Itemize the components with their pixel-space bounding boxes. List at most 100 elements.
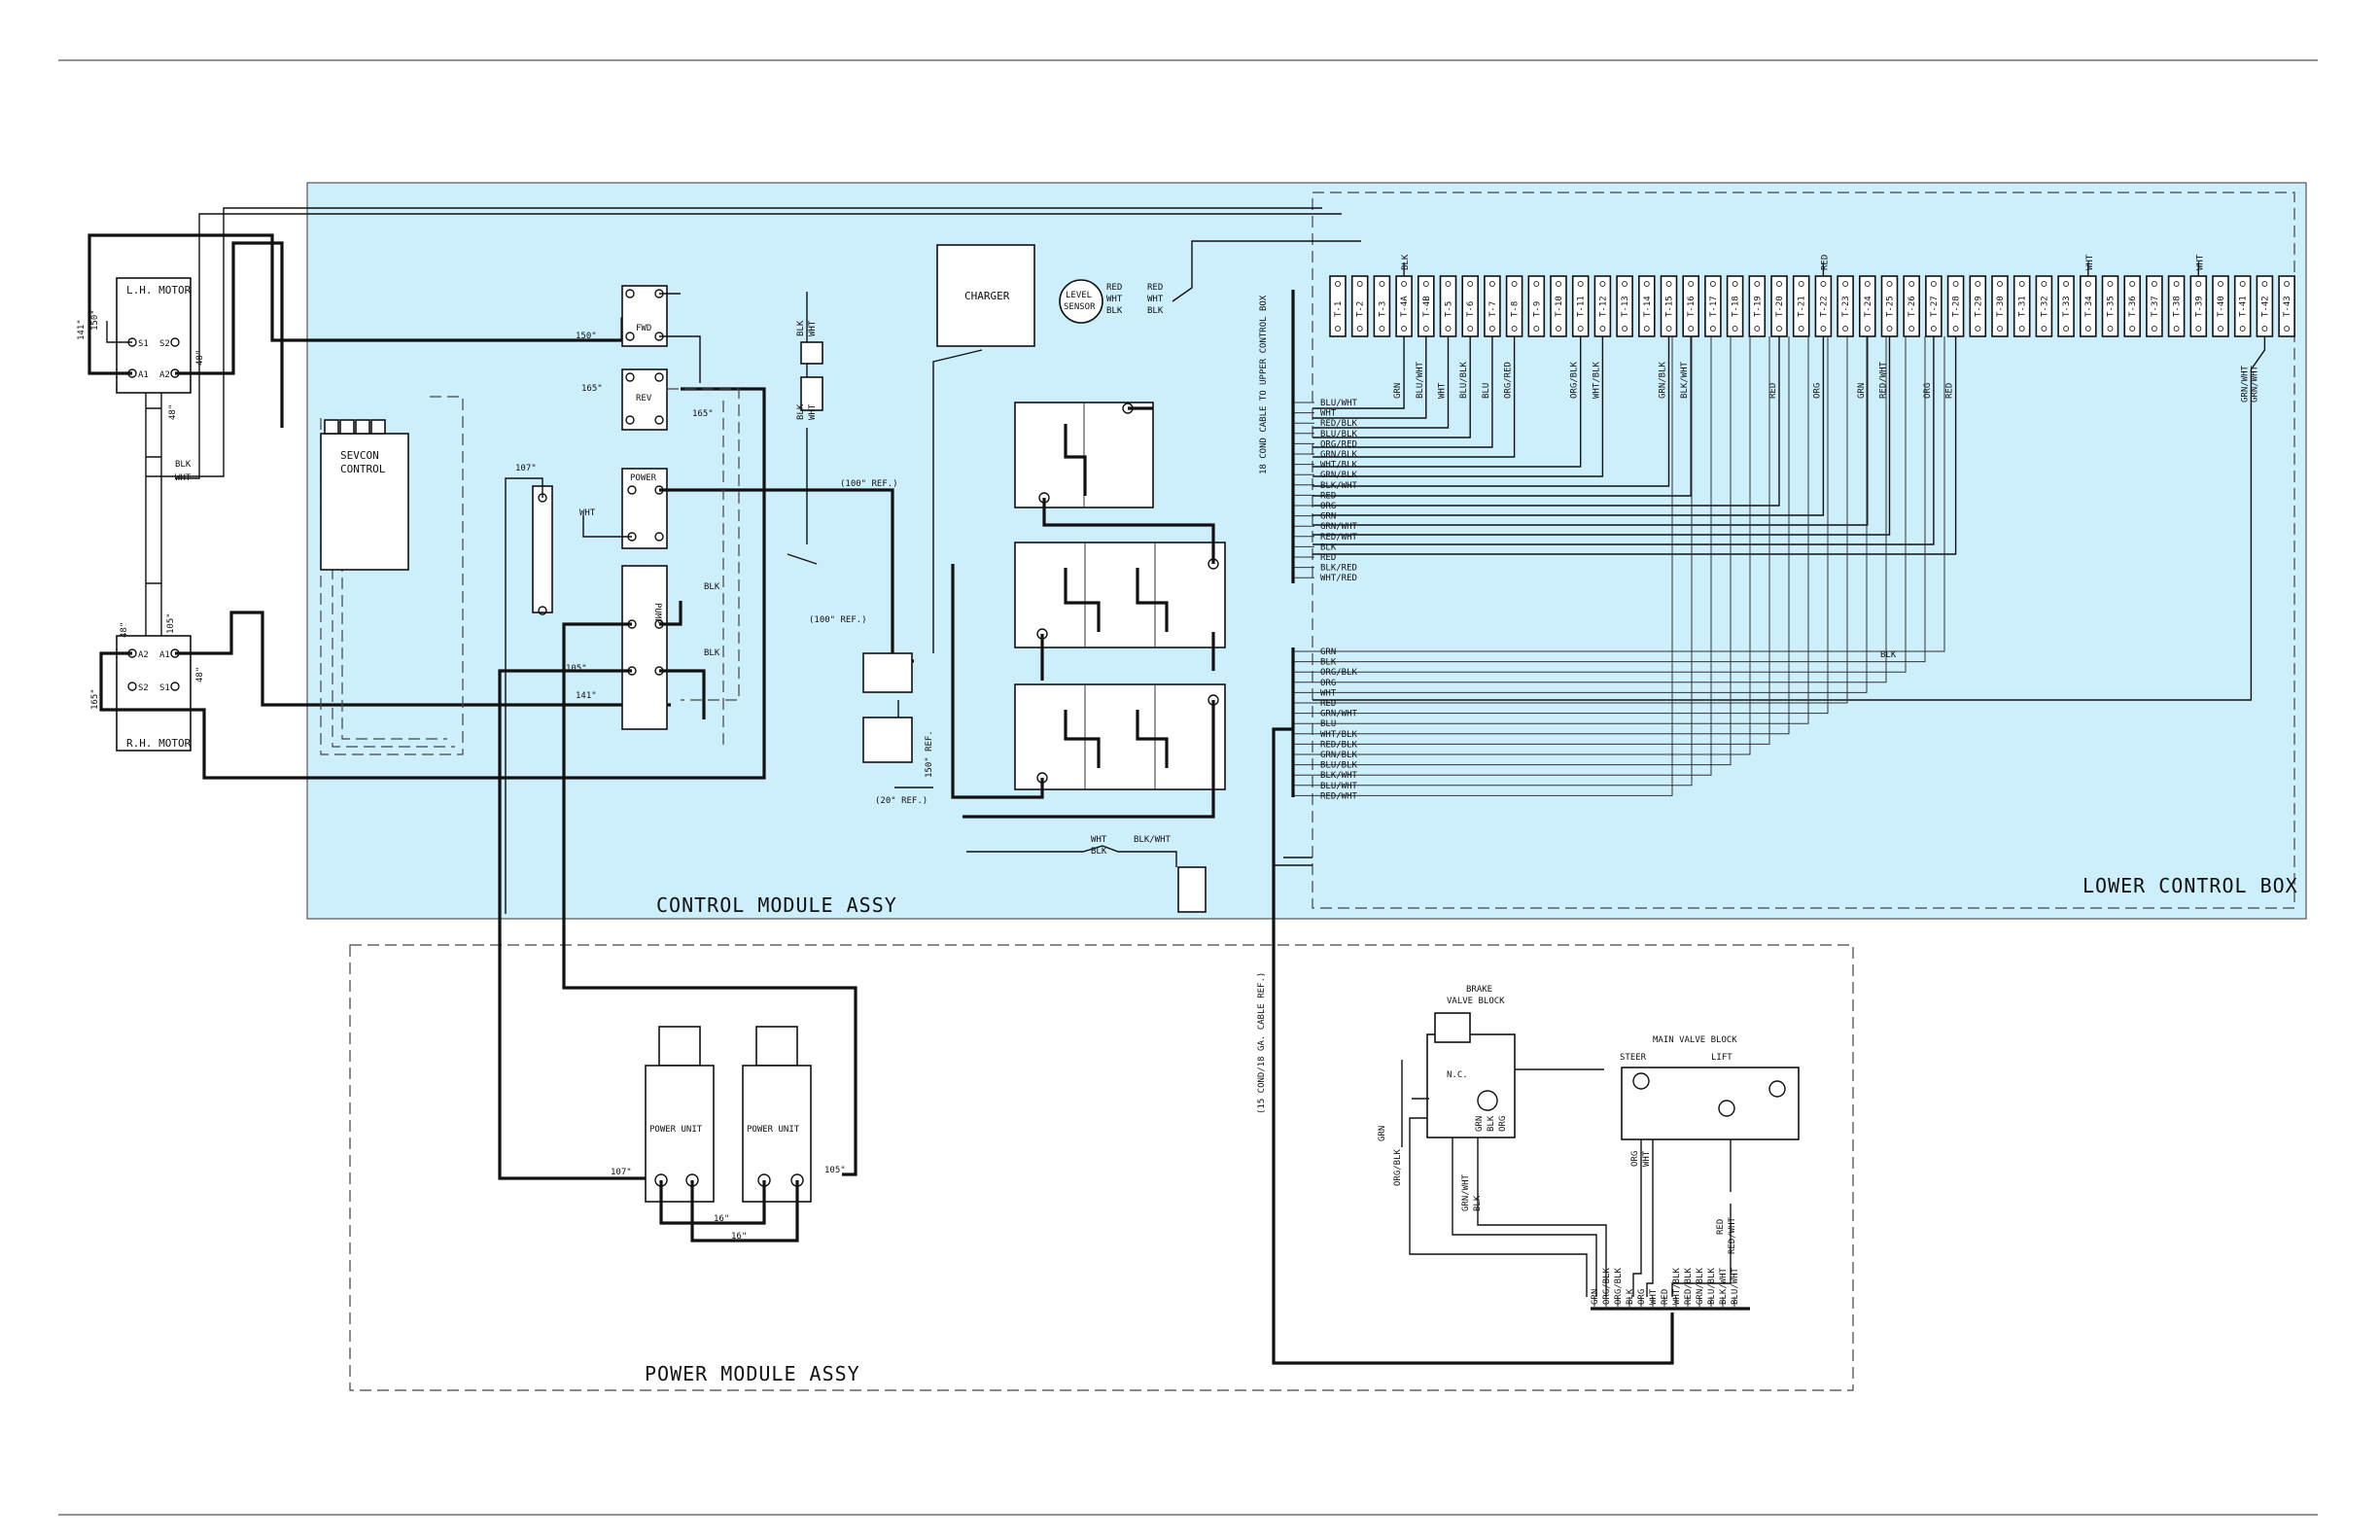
sensor-blk: BLK — [1106, 306, 1123, 316]
terminal-2 — [1350, 275, 1369, 337]
valve-redwht: RED/WHT — [1728, 1216, 1737, 1254]
harness-lower-label: ORG — [1320, 679, 1336, 688]
charger-label: CHARGER — [964, 290, 1010, 302]
terminal-screw-top — [2239, 281, 2246, 287]
terminal-label: T-32 — [2040, 296, 2049, 317]
terminal-drop-wire — [1312, 336, 1516, 458]
terminal-label: T-43 — [2283, 296, 2292, 317]
terminal-screw-bottom — [1577, 326, 1584, 332]
power-module-region: POWER MODULE ASSY — [349, 944, 1854, 1391]
terminal-screw-top — [1688, 281, 1695, 287]
terminal-screw-top — [2084, 281, 2091, 287]
harness-lower-wire — [1293, 336, 1848, 704]
lower-harness: GRNBLKORG/BLKORGWHTREDGRN/WHTBLUWHT/BLKR… — [1293, 336, 1945, 801]
fwd-label: FWD — [636, 324, 651, 333]
charger-blk: BLK — [796, 320, 806, 336]
terminal-screw-top — [1467, 281, 1474, 287]
charger-wht: WHT — [808, 320, 818, 336]
terminal-drop-label: ORG/BLK — [1570, 361, 1580, 399]
harness-lower-wire — [1293, 336, 1868, 693]
valve-org2: ORG — [1630, 1151, 1640, 1167]
terminal-drop-wire — [1312, 336, 1670, 487]
harness-lower-wire — [1293, 336, 1887, 683]
harness-lower-label: RED/WHT — [1320, 791, 1358, 801]
terminal-label: T-35 — [2107, 296, 2117, 317]
terminal-drop-wire — [1312, 336, 1582, 468]
terminal-label: T-33 — [2062, 296, 2072, 317]
terminal-drop-wire — [1312, 336, 1604, 477]
harness-upper-label: RED — [1320, 491, 1336, 501]
wire-to-power-unit-2 — [562, 622, 858, 1176]
terminal-screw-top — [1356, 281, 1363, 287]
sensor-out-wht: WHT — [1147, 295, 1164, 304]
control-module-title: CONTROL MODULE ASSY — [656, 893, 897, 917]
wire-lh-a2 — [175, 241, 284, 428]
terminal-drop-wire — [1312, 336, 1957, 555]
terminal-top-label: RED — [1820, 255, 1830, 270]
terminal-screw-top — [1401, 281, 1408, 287]
terminal-drop-wire — [1312, 336, 1471, 438]
wire-to-power-unit-1 — [498, 669, 661, 1180]
terminal-screw-top — [1798, 281, 1804, 287]
harness-upper-label: RED/WHT — [1320, 533, 1358, 542]
terminal-screw-bottom — [1732, 326, 1738, 332]
terminal-label: T-16 — [1687, 296, 1697, 317]
terminal-screw-bottom — [1886, 326, 1893, 332]
sensor-out-blk: BLK — [1147, 306, 1164, 316]
terminal-label: T-17 — [1709, 296, 1719, 317]
junction-connector: WHT BLK BLK/WHT — [966, 835, 1207, 913]
terminal-screw-top — [1335, 281, 1341, 287]
terminal-label: T-13 — [1621, 296, 1630, 317]
len-107a: 107" — [515, 464, 537, 473]
terminal-drop-wire — [1312, 336, 1780, 507]
harness-upper-label: GRN/BLK — [1320, 450, 1358, 460]
terminal-screw-bottom — [2063, 326, 2070, 332]
len-105b: 105" — [566, 664, 587, 674]
wire-lh-s1 — [106, 321, 132, 343]
terminal-drop-wire — [1312, 336, 1891, 536]
terminal-screw-bottom — [1754, 326, 1761, 332]
terminal-label: T-31 — [2018, 296, 2028, 317]
terminal-screw-top — [1665, 281, 1672, 287]
terminal-screw-bottom — [1488, 326, 1495, 332]
terminal-label: T-26 — [1908, 296, 1917, 317]
harness-lower-wire — [1293, 336, 1673, 796]
sevcon-label-1: SEVCON — [340, 449, 379, 462]
power-unit-1-label: POWER UNIT — [649, 1125, 703, 1135]
terminal-screw-top — [1511, 281, 1518, 287]
contactor-blk-label-2: BLK — [704, 648, 720, 658]
terminal-label: T-39 — [2194, 296, 2204, 317]
power-unit-links — [659, 1180, 799, 1242]
power-unit-2-label: POWER UNIT — [747, 1125, 800, 1135]
terminal-34 — [2057, 275, 2075, 337]
len-150a: 150" — [90, 309, 100, 331]
terminal-label: T-24 — [1864, 296, 1873, 317]
ref-100b: (100" REF.) — [809, 615, 867, 625]
terminal-screw-bottom — [1997, 326, 2003, 332]
terminal-18 — [1704, 275, 1722, 337]
terminal-drop-label: ORG — [1923, 383, 1933, 399]
rh-motor: R.H. MOTOR A2 S2 S1 A1 — [116, 635, 192, 752]
terminal-37 — [2123, 275, 2141, 337]
terminal-drop-label: BLU/WHT — [1416, 361, 1425, 399]
terminal-screw-top — [1952, 281, 1959, 287]
charger-blk-2: BLK — [796, 403, 806, 420]
harness-upper-label: RED — [1320, 553, 1336, 563]
valve-harness-label: RED/BLK — [1684, 1267, 1694, 1305]
power-unit-2: POWER UNIT — [742, 1026, 812, 1203]
len-48c: 48" — [120, 622, 129, 638]
len-48d: 48" — [195, 667, 205, 682]
lh-term-a1: A1 — [138, 370, 149, 380]
motor-link-wires — [145, 393, 162, 636]
terminal-label: T-19 — [1753, 296, 1763, 317]
terminal-drop-wire — [1312, 336, 1869, 526]
wire-motor-to-lowerbox — [161, 207, 1342, 479]
valve-harness-label: RED — [1661, 1289, 1670, 1305]
battery-connectors — [787, 292, 983, 788]
terminal-label: T-42 — [2260, 296, 2270, 317]
terminal-label: T-1 — [1334, 301, 1344, 317]
terminal-screw-bottom — [1975, 326, 1981, 332]
harness-upper-label: WHT — [1320, 409, 1337, 419]
pump-label: PUMP — [652, 603, 662, 624]
